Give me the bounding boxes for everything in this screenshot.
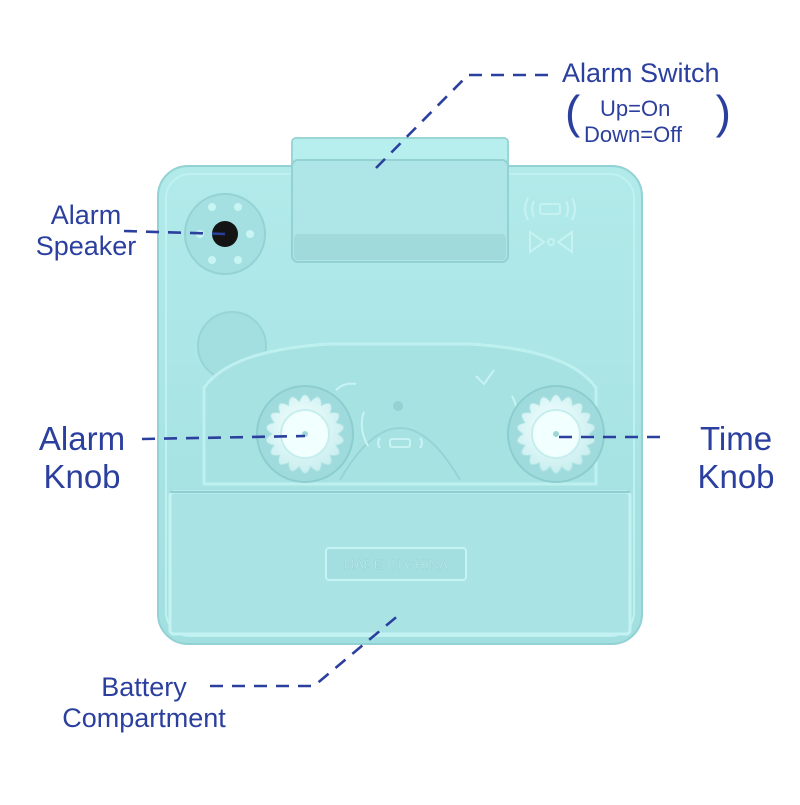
battery-label-line2: Compartment <box>62 703 226 734</box>
alarm-speaker <box>184 193 266 275</box>
snooze-bell-icon <box>529 230 573 254</box>
time-knob <box>507 385 605 483</box>
alarm-switch-states: ( Up=On Down=Off ) <box>565 86 731 154</box>
time-knob-label-line1: Time <box>699 420 773 457</box>
alarm-knob-label: Alarm Knob <box>28 420 136 496</box>
leader-lines <box>123 73 660 688</box>
alarm-knob <box>256 385 354 483</box>
alarm-switch-label: Alarm Switch <box>562 58 720 88</box>
alarm-knob-label-line2: Knob <box>43 457 121 495</box>
switch-up-label: Up=On <box>600 96 671 121</box>
center-dimple <box>393 401 403 411</box>
battery-label-line1: Battery <box>101 672 187 702</box>
leader-alarm-knob <box>141 434 306 441</box>
time-knob-label: Time Knob <box>680 420 792 496</box>
alarm-sound-icon <box>524 197 576 221</box>
time-knob-label-line2: Knob <box>697 457 775 495</box>
leader-alarm-switch <box>375 73 548 169</box>
leader-battery <box>210 613 401 688</box>
switch-down-label: Down=Off <box>584 122 683 147</box>
alarm-knob-label-line1: Alarm <box>38 420 126 457</box>
alarm-speaker-label-line2: Speaker <box>35 231 137 262</box>
alarm-switch-shadow <box>294 234 506 260</box>
embossed-plate <box>325 547 467 581</box>
embossed-text: MADE IN CHINA <box>344 557 449 572</box>
alarm-speaker-label: Alarm Speaker <box>22 200 150 262</box>
alarm-speaker-label-line1: Alarm <box>50 200 122 230</box>
paren-open: ( <box>565 86 581 138</box>
paren-close: ) <box>715 86 731 138</box>
battery-compartment-label: Battery Compartment <box>40 672 248 734</box>
leader-alarm-speaker <box>123 229 226 236</box>
knob-panel-arc <box>339 427 461 481</box>
